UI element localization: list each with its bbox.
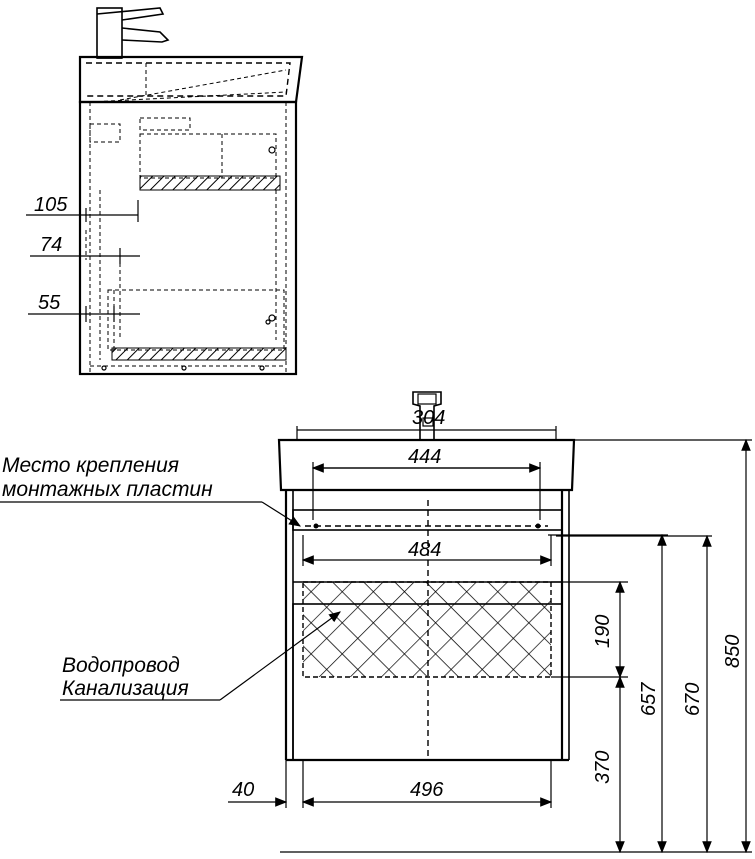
callout-plumbing: Водопровод Канализация <box>60 611 341 701</box>
dim-304-label: 304 <box>412 407 445 429</box>
dim-444-label: 444 <box>408 446 441 468</box>
dim-657-label: 657 <box>638 682 660 716</box>
side-faucet <box>96 7 170 59</box>
dim-105-label: 105 <box>34 194 68 216</box>
side-dim-105: 105 <box>26 194 139 222</box>
front-basin <box>277 426 576 520</box>
dim-55-label: 55 <box>38 292 61 314</box>
plumbing-zone <box>302 581 552 678</box>
dim-40-label: 40 <box>232 779 254 801</box>
dim-304: 304 <box>412 407 445 429</box>
mount-label-line2: монтажных пластин <box>2 478 213 501</box>
dim-484: 484 <box>301 535 553 566</box>
mount-label-line1: Место крепления <box>2 454 179 477</box>
dim-370-label: 370 <box>592 751 614 784</box>
front-view: 304 444 484 496 40 <box>0 391 752 854</box>
water-label-line2: Канализация <box>62 677 189 700</box>
side-basin <box>78 55 304 104</box>
dim-670-label: 670 <box>682 683 704 716</box>
side-dim-55: 55 <box>28 292 140 322</box>
dim-850-label: 850 <box>722 635 744 668</box>
dim-496: 496 40 <box>228 760 553 808</box>
dim-496-label: 496 <box>410 779 444 801</box>
side-dim-74: 74 <box>30 234 140 264</box>
dim-190-label: 190 <box>592 615 614 648</box>
dim-444: 444 <box>311 446 542 473</box>
side-cabinet <box>78 100 298 376</box>
dim-484-label: 484 <box>408 539 441 561</box>
side-view: 105 74 55 <box>26 7 304 376</box>
callout-mounting-plates: Место крепления монтажных пластин <box>0 454 302 527</box>
dim-74-label: 74 <box>40 234 62 256</box>
water-label-line1: Водопровод <box>62 654 180 677</box>
vertical-dims: 190 370 657 670 850 <box>280 438 752 854</box>
